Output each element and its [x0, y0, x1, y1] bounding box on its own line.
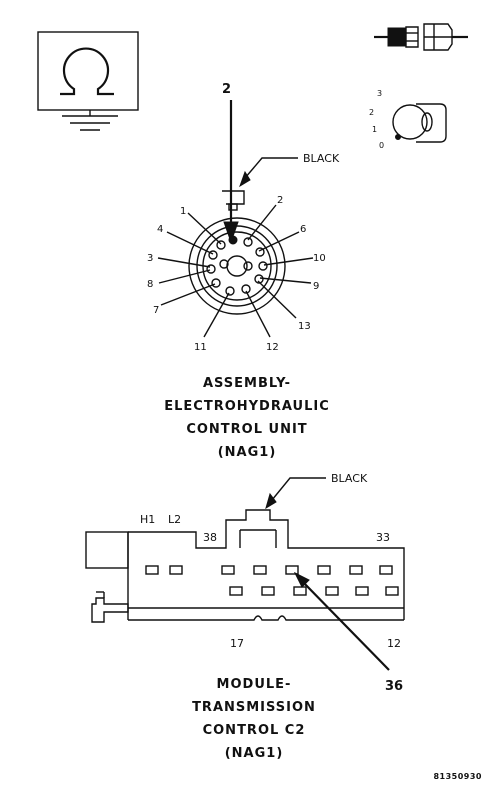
title-line: ASSEMBLY- — [203, 376, 291, 391]
round-pin-label: 2 — [277, 195, 283, 206]
rect-top-label: L2 — [168, 513, 181, 526]
title-line: CONTROL C2 — [203, 723, 306, 738]
rect-connector-title: MODULE- TRANSMISSION CONTROL C2 (NAG1) — [192, 677, 316, 761]
ohm-ground-icon — [37, 31, 139, 131]
round-pin-label: 10 — [313, 253, 326, 264]
rect-bottom-label: 17 — [230, 637, 244, 650]
rect-connector: BLACK H1 L2 38 33 — [85, 472, 405, 694]
round-pin-label: 13 — [298, 321, 311, 332]
round-pin-label: 3 — [147, 253, 153, 264]
title-line: MODULE- — [217, 677, 292, 692]
rect-connector-callout-pin: 36 — [385, 679, 403, 694]
round-connector-color-label: BLACK — [303, 152, 340, 165]
figure-code: 81350930 — [433, 772, 482, 781]
round-pin-label: 8 — [147, 279, 153, 290]
ignition-position-label: 0 — [379, 141, 384, 150]
rect-connector-color-label: BLACK — [331, 472, 368, 485]
rect-top-label: 38 — [203, 531, 217, 544]
round-pin-label: 12 — [266, 342, 279, 353]
ignition-position-label: 1 — [372, 125, 377, 134]
rect-top-label: 33 — [376, 531, 390, 544]
round-pin-label: 4 — [157, 224, 163, 235]
title-line: (NAG1) — [225, 746, 284, 761]
title-line: CONTROL UNIT — [186, 422, 307, 437]
title-line: TRANSMISSION — [192, 700, 316, 715]
rect-bottom-label: 12 — [387, 637, 401, 650]
title-line: ELECTROHYDRAULIC — [164, 399, 330, 414]
round-pin-label: 9 — [313, 281, 319, 292]
round-pin-label: 6 — [300, 224, 306, 235]
round-pin-label: 1 — [180, 206, 186, 217]
ignition-key-switch-icon: 3 2 1 0 — [369, 89, 447, 150]
inline-connector-icon — [374, 23, 468, 51]
round-pin-label: 11 — [194, 342, 207, 353]
round-pin-label: 7 — [153, 305, 159, 316]
ignition-position-label: 2 — [369, 108, 374, 117]
rect-top-label: H1 — [140, 513, 155, 526]
title-line: (NAG1) — [218, 445, 277, 460]
round-connector-callout-pin: 2 — [222, 82, 231, 97]
ignition-position-label: 3 — [377, 89, 382, 98]
round-connector: 2 BLACK — [147, 82, 340, 353]
round-connector-title: ASSEMBLY- ELECTROHYDRAULIC CONTROL UNIT … — [164, 376, 330, 460]
